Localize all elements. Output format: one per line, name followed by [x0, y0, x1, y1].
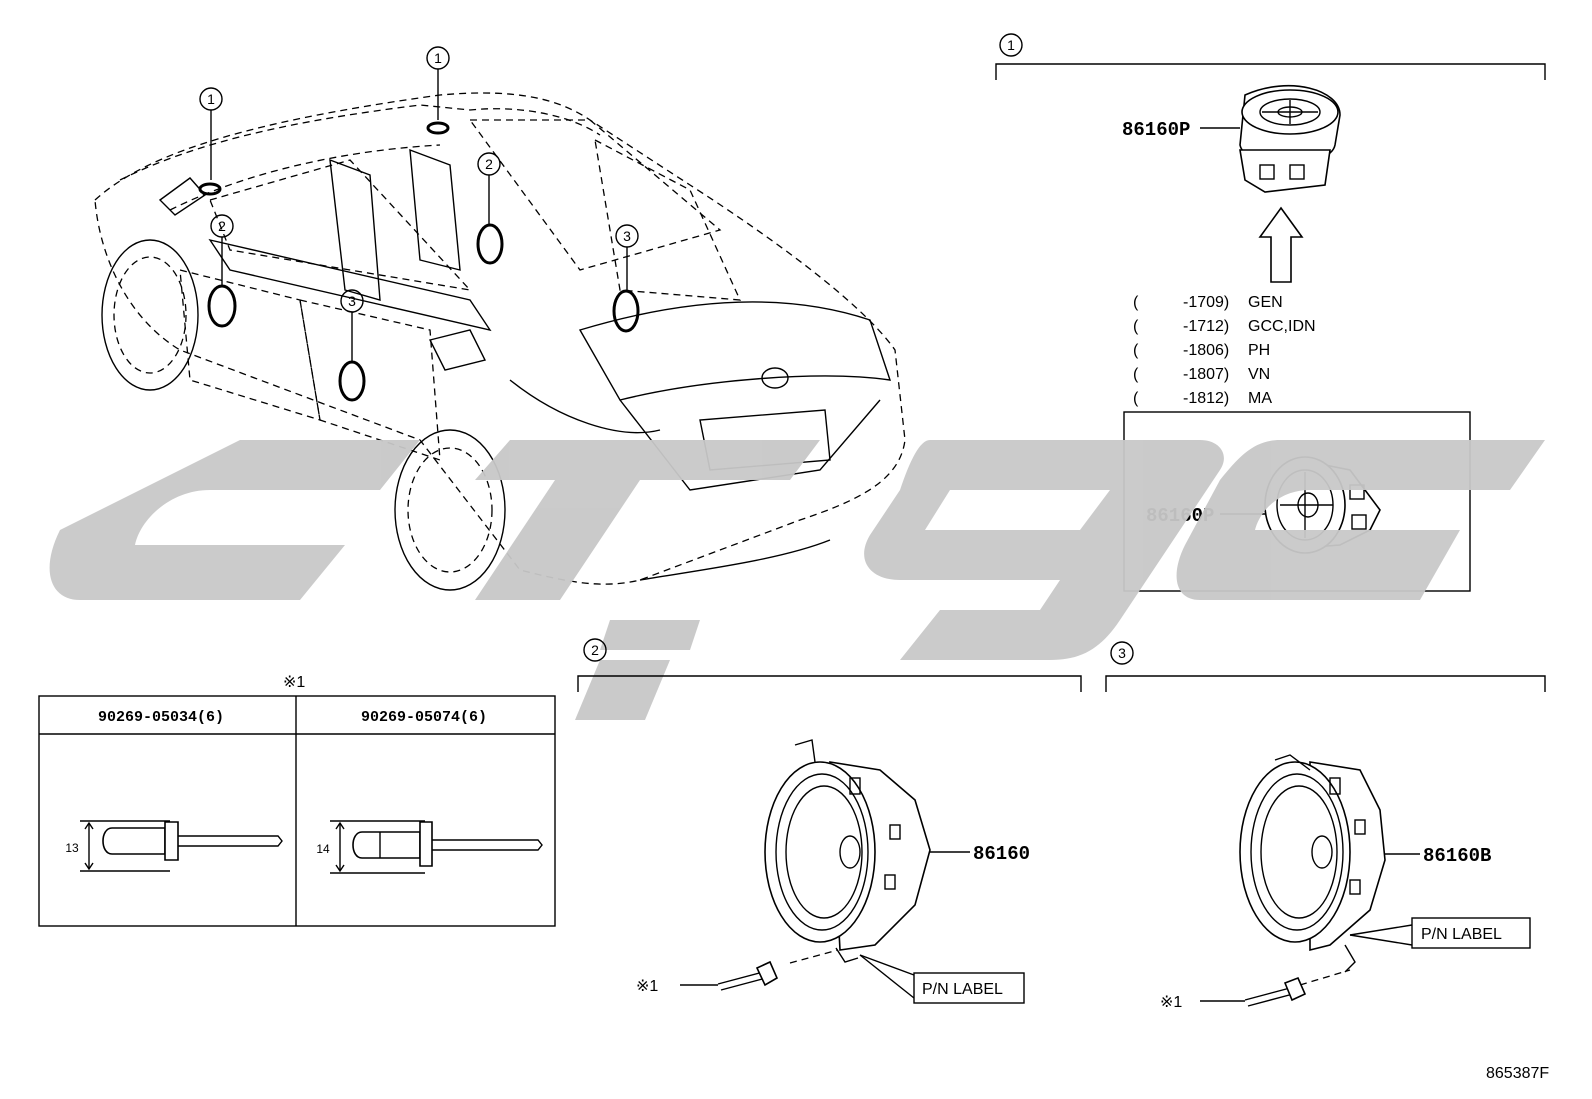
svg-text:3: 3 — [1118, 645, 1126, 661]
arrow-up-icon — [1258, 206, 1304, 283]
svg-text:1: 1 — [1007, 37, 1015, 53]
variant-range: -1806) — [1183, 342, 1229, 359]
variant-region: GEN — [1248, 294, 1283, 311]
rivet-col2-header: 90269-05074(6) — [361, 709, 487, 726]
svg-text:1: 1 — [434, 50, 442, 66]
variant-open-paren: ( — [1133, 342, 1139, 359]
variant-region: VN — [1248, 366, 1270, 383]
front-pn-label: P/N LABEL — [922, 981, 1003, 998]
variant-open-paren: ( — [1133, 390, 1139, 407]
rear-pn-label: P/N LABEL — [1421, 926, 1502, 943]
variant-region: GCC,IDN — [1248, 318, 1316, 335]
rivet-table: ※1 90269-05034(6) 90269-05074(6) 13 — [38, 674, 556, 927]
rear-speaker-86160B — [1239, 754, 1386, 973]
variant-open-paren: ( — [1133, 318, 1139, 335]
section-front-speaker: 2 86160 P/N LABEL ※1 — [577, 638, 1082, 1004]
variant-region: MA — [1248, 390, 1272, 407]
variant-open-paren: ( — [1133, 294, 1139, 311]
svg-text:3: 3 — [348, 293, 356, 309]
section-rear-speaker: 3 86160B P/N LABEL ※1 — [1105, 641, 1546, 1011]
section-2-bracket — [577, 675, 1082, 692]
speaker-location-front-left — [207, 284, 237, 328]
front-speaker-part-number: 86160 — [973, 843, 1030, 865]
car-illustration: 1 1 2 2 3 3 — [94, 46, 906, 591]
speaker-location-tweeter-right — [426, 121, 450, 135]
variant-region: PH — [1248, 342, 1270, 359]
variant-range: -1712) — [1183, 318, 1229, 335]
variant-range: -1709) — [1183, 294, 1229, 311]
svg-text:3: 3 — [623, 228, 631, 244]
speaker-location-front-right — [476, 223, 504, 265]
tweeter-top — [1239, 84, 1341, 193]
rear-speaker-part-number: 86160B — [1423, 845, 1491, 867]
speaker-location-rear-right — [612, 289, 640, 333]
callout-1-left: 1 — [199, 87, 223, 180]
section-3-bracket — [1105, 675, 1546, 692]
callout-2-right: 2 — [477, 152, 501, 224]
callout-3-right: 3 — [615, 224, 639, 290]
callout-1-right: 1 — [426, 46, 450, 120]
svg-text:2: 2 — [485, 156, 493, 172]
tweeter-variant-list: ( -1709) GEN ( -1712) GCC,IDN ( -1806) PH ( -1807)… — [1133, 294, 1316, 407]
tweeter-top-part-number: 86160P — [1122, 119, 1190, 141]
callout-3-left: 3 — [340, 289, 364, 361]
rivet-col1-dimension: 13 — [65, 841, 79, 855]
front-speaker-86160 — [764, 739, 931, 963]
front-rivet-note: ※1 — [636, 978, 658, 995]
watermark-logo — [49, 440, 1545, 720]
callout-2-left: 2 — [210, 214, 234, 285]
variant-range: -1812) — [1183, 390, 1229, 407]
callout-1-header — [999, 33, 1023, 57]
variant-range: -1807) — [1183, 366, 1229, 383]
rivet-col2-dimension: 14 — [316, 842, 330, 856]
variant-open-paren: ( — [1133, 366, 1139, 383]
svg-text:1: 1 — [207, 91, 215, 107]
rear-rivet-note: ※1 — [1160, 994, 1182, 1011]
svg-text:2: 2 — [591, 642, 599, 658]
speaker-location-tweeter-left — [198, 182, 222, 196]
rivet-90269-05034 — [80, 820, 283, 872]
rivet-table-note: ※1 — [283, 674, 305, 691]
speaker-location-rear-left — [338, 360, 366, 402]
section-tweeter: 1 86160P ( -1709) GEN ( -1712) GCC,IDN ( -1806)… — [995, 33, 1546, 592]
section-1-bracket — [995, 63, 1546, 80]
rivet-90269-05074 — [330, 820, 543, 874]
diagram-id: 865387F — [1486, 1065, 1549, 1082]
rivet-col1-header: 90269-05034(6) — [98, 709, 224, 726]
svg-text:2: 2 — [218, 218, 226, 234]
